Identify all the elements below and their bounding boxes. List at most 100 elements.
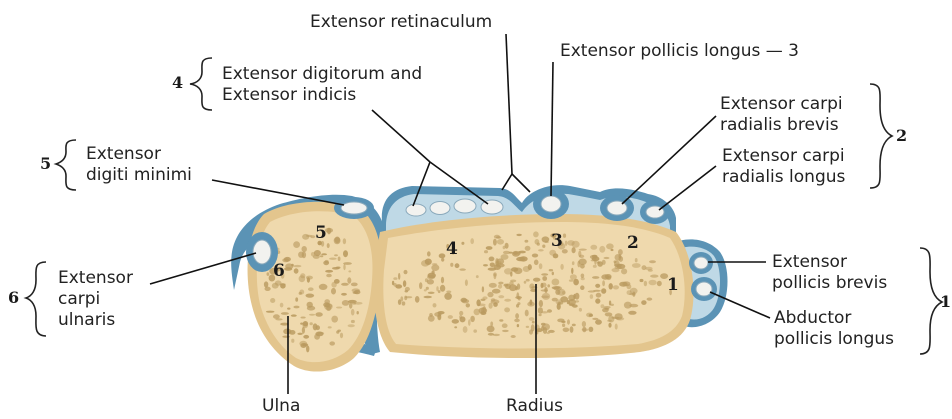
bone-pore bbox=[493, 334, 500, 336]
compartment-number-5: 5 bbox=[40, 155, 51, 173]
bone-pore bbox=[284, 257, 291, 262]
leader-ecrl bbox=[659, 166, 716, 210]
bone-pore bbox=[403, 280, 406, 287]
bone-pore bbox=[610, 304, 614, 306]
bone-pore bbox=[607, 320, 612, 322]
bone-pore bbox=[538, 249, 544, 251]
bone-pore bbox=[649, 280, 657, 286]
epl-tendon bbox=[541, 196, 561, 212]
bone-pore bbox=[338, 257, 341, 262]
bone-pore bbox=[519, 251, 526, 254]
bone-pore bbox=[568, 295, 575, 301]
label-extensor-carpi-ulnaris: Extensor carpi ulnaris bbox=[58, 268, 133, 331]
bone-pore bbox=[336, 307, 342, 309]
bone-pore bbox=[591, 259, 596, 261]
bone-pore bbox=[299, 290, 304, 295]
label-ulna: Ulna bbox=[262, 396, 300, 417]
bone-pore bbox=[525, 310, 529, 317]
bone-pore bbox=[565, 241, 568, 246]
bone-number-5: 5 bbox=[315, 224, 327, 242]
ed-tendon-2 bbox=[430, 202, 450, 215]
bone-pore bbox=[459, 311, 463, 316]
bone-pore bbox=[563, 234, 566, 238]
bone-pore bbox=[315, 332, 323, 337]
bone-pore bbox=[444, 293, 452, 300]
bone-pore bbox=[437, 314, 441, 321]
bone-pore bbox=[523, 266, 530, 272]
bone-pore bbox=[599, 246, 605, 253]
bone-pore bbox=[315, 312, 322, 317]
bone-pore bbox=[541, 273, 548, 276]
bone-pore bbox=[539, 263, 543, 269]
label-extensor-digitorum: Extensor digitorum and Extensor indicis bbox=[222, 64, 422, 106]
bone-pore bbox=[398, 273, 400, 280]
bone-pore bbox=[509, 252, 513, 254]
bone-pore bbox=[265, 287, 271, 291]
bone-pore bbox=[306, 294, 315, 298]
bone-pore bbox=[293, 241, 300, 248]
brace-1 bbox=[920, 248, 942, 354]
bone-pore bbox=[567, 319, 570, 324]
bone-pore bbox=[526, 326, 529, 328]
bone-pore bbox=[594, 258, 597, 264]
bone-pore bbox=[535, 239, 540, 245]
bone-pore bbox=[272, 283, 279, 289]
bone-pore bbox=[493, 239, 497, 246]
bone-pore bbox=[293, 306, 299, 309]
bone-pore bbox=[393, 277, 397, 280]
bone-pore bbox=[327, 243, 330, 248]
bone-pore bbox=[541, 296, 549, 299]
bone-pore bbox=[605, 312, 613, 316]
bone-pore bbox=[641, 300, 646, 305]
bone-pore bbox=[319, 284, 328, 290]
bone-pore bbox=[532, 254, 538, 258]
label-radius: Radius bbox=[506, 396, 563, 417]
leader-ecu bbox=[150, 253, 256, 284]
bone-pore bbox=[589, 327, 594, 332]
bone-pore bbox=[572, 261, 575, 265]
bone-pore bbox=[548, 330, 555, 333]
bone-pore bbox=[552, 272, 554, 276]
bone-pore bbox=[515, 296, 522, 299]
bone-pore bbox=[595, 319, 602, 324]
bone-pore bbox=[424, 296, 432, 299]
bone-pore bbox=[301, 317, 306, 319]
bone-pore bbox=[341, 283, 349, 286]
bone-pore bbox=[328, 326, 332, 328]
bone-pore bbox=[405, 296, 412, 298]
label-extensor-carpi-radialis-brevis: Extensor carpi radialis brevis bbox=[720, 94, 843, 136]
bone-pore bbox=[303, 321, 308, 326]
bone-pore bbox=[302, 252, 306, 259]
bone-number-4: 4 bbox=[446, 240, 458, 258]
bone-pore bbox=[427, 251, 431, 256]
bone-pore bbox=[582, 328, 589, 331]
bone-pore bbox=[608, 323, 611, 328]
bone-pore bbox=[573, 279, 579, 286]
bone-pore bbox=[266, 311, 275, 313]
bone-pore bbox=[354, 302, 363, 305]
bone-pore bbox=[482, 286, 484, 292]
bone-pore bbox=[470, 238, 474, 244]
bone-pore bbox=[544, 287, 547, 293]
bone-pore bbox=[351, 283, 358, 287]
bone-pore bbox=[559, 301, 563, 304]
bone-pore bbox=[308, 287, 314, 291]
bone-pore bbox=[486, 246, 493, 250]
bone-pore bbox=[571, 268, 573, 274]
bone-pore bbox=[433, 303, 437, 307]
bone-pore bbox=[649, 260, 656, 263]
bone-number-3: 3 bbox=[551, 232, 563, 250]
bone-pore bbox=[477, 304, 485, 307]
bone-pore bbox=[273, 314, 280, 319]
compartment-number-6: 6 bbox=[8, 289, 19, 307]
bone-number-2: 2 bbox=[627, 234, 639, 252]
leader-ecrb bbox=[622, 116, 716, 204]
bone-pore bbox=[461, 242, 464, 245]
bone-pore bbox=[306, 345, 309, 352]
bone-pore bbox=[482, 296, 487, 299]
bone-pore bbox=[489, 283, 497, 288]
bone-pore bbox=[484, 250, 488, 253]
bone-pore bbox=[488, 268, 497, 271]
